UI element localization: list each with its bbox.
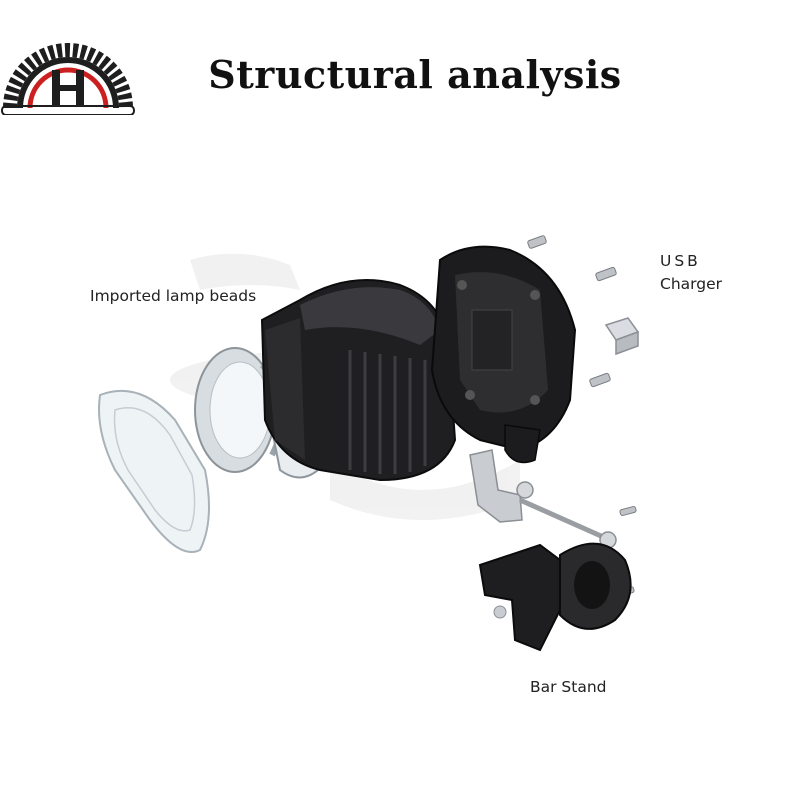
main-housing: [260, 279, 457, 482]
screw-lower: [589, 372, 611, 388]
logo-gear-arch-icon: [3, 43, 133, 109]
page-title: Structural analysis: [208, 52, 622, 97]
front-lens-cover: [98, 389, 210, 553]
screw-right: [595, 266, 617, 282]
label-usb-line2: Charger: [660, 275, 722, 293]
bar-stand-clamp: [478, 542, 632, 652]
label-bar-stand: Bar Stand: [530, 678, 607, 696]
label-usb-line1: USB: [660, 252, 701, 270]
usb-charger-module: [604, 317, 640, 356]
projector-lens: [194, 347, 287, 473]
logo-h-mark-icon: [52, 70, 84, 106]
label-imported-lamp-beads: Imported lamp beads: [90, 287, 257, 305]
screw-top: [527, 235, 547, 249]
metal-bracket: [469, 449, 617, 549]
rear-cover: [430, 245, 577, 464]
brand-logo: [1, 43, 135, 115]
label-usb-charger: USB Charger: [660, 250, 722, 296]
